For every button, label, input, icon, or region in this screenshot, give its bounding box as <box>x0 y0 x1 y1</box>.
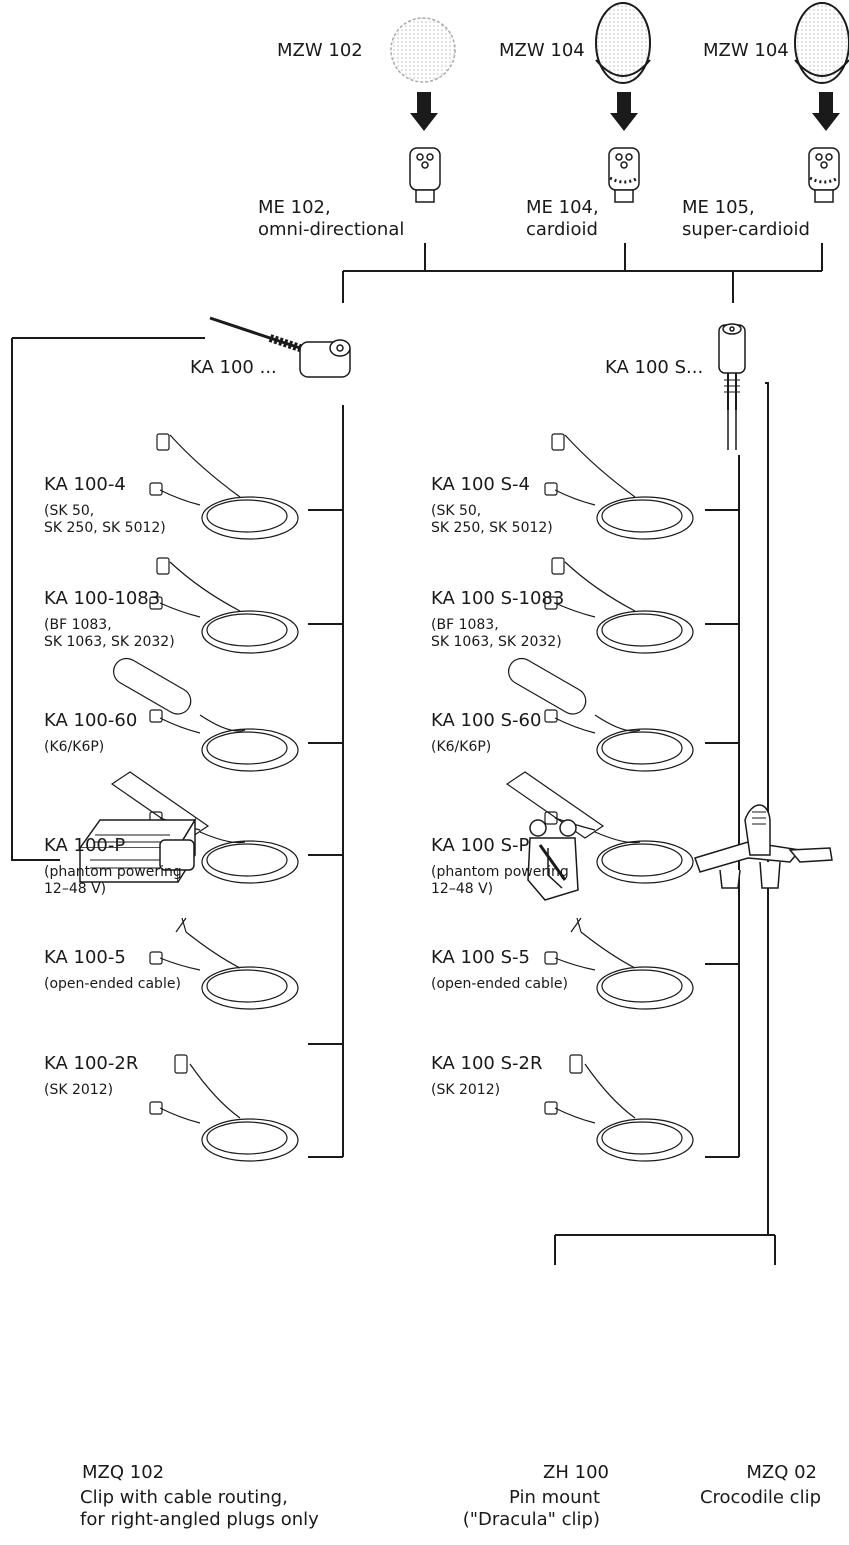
label-zh100: ZH 100 <box>543 1462 609 1483</box>
cable-label-left-4: KA 100-P (phantom powering 12–48 V) <box>44 835 182 897</box>
label-me102: ME 102,omni-directional <box>258 197 405 240</box>
label-ka100: KA 100 ... <box>190 357 277 378</box>
cable-coil-right-5 <box>544 917 694 1010</box>
windscreen-mzw104-a <box>595 2 651 84</box>
cable-coil-left-3 <box>113 657 299 772</box>
label-me105: ME 105,super-cardioid <box>682 197 810 240</box>
connector-ka100s-straight <box>718 323 746 450</box>
desc-mzq102: Clip with cable routing,for right-angled… <box>80 1487 319 1530</box>
capsule-me104 <box>608 147 640 203</box>
cable-label-left-2: KA 100-1083 (BF 1083, SK 1063, SK 2032) <box>44 588 175 650</box>
arrow-down-icon <box>410 92 438 131</box>
label-ka100s: KA 100 S... <box>605 357 704 378</box>
cable-label-right-5: KA 100 S-5 (open-ended cable) <box>431 947 568 992</box>
arrow-down-icon <box>610 92 638 131</box>
clip-zh100 <box>527 819 579 901</box>
cable-coil-left-1 <box>149 433 299 540</box>
desc-mzq02: Crocodile clip <box>699 1487 821 1508</box>
label-mzw104-a: MZW 104 <box>499 40 585 61</box>
capsule-me105 <box>808 147 840 203</box>
cable-coil-left-5 <box>149 917 299 1010</box>
cable-coil-right-2 <box>544 557 694 654</box>
cable-coil-right-6 <box>544 1054 694 1162</box>
cable-label-right-2: KA 100 S-1083 (BF 1083, SK 1063, SK 2032… <box>431 588 565 650</box>
cable-label-left-5: KA 100-5 (open-ended cable) <box>44 947 181 992</box>
label-mzw102: MZW 102 <box>277 40 363 61</box>
cable-label-left-6: KA 100-2R (SK 2012) <box>44 1053 139 1098</box>
windscreen-mzw102 <box>390 17 456 83</box>
cable-coil-right-4 <box>505 771 694 884</box>
cable-label-right-3: KA 100 S-60 (K6/K6P) <box>431 710 542 755</box>
cable-label-right-1: KA 100 S-4 (SK 50, SK 250, SK 5012) <box>431 474 553 536</box>
clip-mzq02 <box>694 804 833 889</box>
label-me104: ME 104,cardioid <box>526 197 599 240</box>
label-mzq102: MZQ 102 <box>82 1462 165 1483</box>
clip-mzq102 <box>78 817 197 883</box>
cable-label-left-3: KA 100-60 (K6/K6P) <box>44 710 138 755</box>
cable-coil-right-1 <box>544 433 694 540</box>
connector-ka100-right-angle <box>209 316 351 378</box>
desc-zh100: Pin mount("Dracula" clip) <box>462 1487 600 1530</box>
cable-label-right-6: KA 100 S-2R (SK 2012) <box>431 1053 543 1098</box>
cable-coil-left-2 <box>149 557 299 654</box>
label-mzw104-b: MZW 104 <box>703 40 789 61</box>
cable-coil-left-6 <box>149 1054 299 1162</box>
windscreen-mzw104-b <box>794 2 849 84</box>
cable-coil-right-3 <box>508 657 694 772</box>
capsule-me102 <box>409 147 441 203</box>
cable-label-left-1: KA 100-4 (SK 50, SK 250, SK 5012) <box>44 474 166 536</box>
label-mzq02: MZQ 02 <box>746 1462 817 1483</box>
cable-label-right-4: KA 100 S-P (phantom powering 12–48 V) <box>431 835 569 897</box>
arrow-icons <box>410 92 840 131</box>
arrow-down-icon <box>812 92 840 131</box>
